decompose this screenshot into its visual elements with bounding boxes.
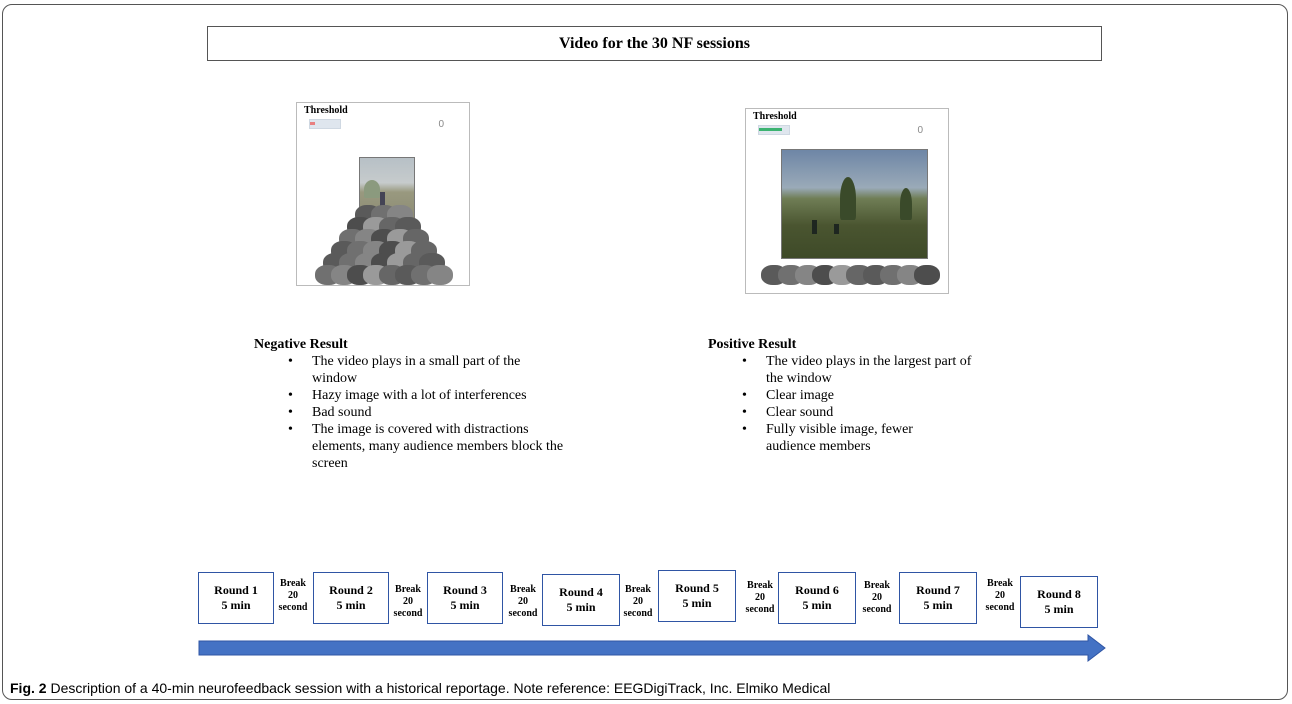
round-duration: 5 min (802, 598, 832, 612)
caption-text: Description of a 40-min neurofeedback se… (50, 680, 831, 696)
positive-result-item: Clear image (742, 387, 1008, 404)
video-person (834, 224, 839, 235)
threshold-bar (758, 125, 790, 135)
negative-result-description: Negative Result The video plays in a sma… (254, 336, 594, 472)
round-duration: 5 min (450, 598, 480, 612)
threshold-label: Threshold (304, 105, 348, 116)
figure-title: Video for the 30 NF sessions (207, 26, 1102, 61)
negative-result-item: Hazy image with a lot of interferences (288, 387, 542, 404)
timeline-arrow (198, 634, 1106, 663)
threshold-bar (309, 119, 341, 129)
round-name: Round 7 (916, 583, 960, 597)
positive-result-list: The video plays in the largest part of t… (708, 353, 1008, 455)
round-duration: 5 min (923, 598, 953, 612)
negative-feedback-screen: Threshold 0 (296, 102, 470, 286)
figure-caption: Fig. 2 Description of a 40-min neurofeed… (10, 680, 830, 696)
video-frame (781, 149, 928, 259)
positive-feedback-screen: Threshold 0 (745, 108, 949, 294)
video-person (812, 220, 817, 235)
negative-result-item: Bad sound (288, 404, 588, 421)
audience-member (427, 265, 453, 285)
positive-result-item: Fully visible image, fewer audience memb… (742, 421, 966, 455)
round-name: Round 3 (443, 583, 487, 597)
figure-frame (2, 4, 1288, 700)
positive-result-description: Positive Result The video plays in the l… (708, 336, 1008, 455)
audience-member (914, 265, 940, 285)
round-name: Round 1 (214, 583, 258, 597)
audience-crowd (315, 205, 455, 285)
round-duration: 5 min (682, 596, 712, 610)
round-duration: 5 min (566, 600, 596, 614)
score-display: 0 (917, 125, 923, 136)
round-name: Round 8 (1037, 587, 1081, 601)
audience-crowd (761, 265, 946, 293)
video-tree (900, 187, 912, 221)
video-tree (840, 177, 856, 221)
round-name: Round 5 (675, 581, 719, 595)
positive-result-item: The video plays in the largest part of t… (742, 353, 976, 387)
round-duration: 5 min (221, 598, 251, 612)
score-display: 0 (438, 119, 444, 130)
threshold-bar-fill (310, 122, 315, 125)
video-person (380, 192, 385, 207)
negative-result-item: The video plays in a small part of the w… (288, 353, 562, 387)
caption-label: Fig. 2 (10, 680, 47, 696)
video-tree (364, 179, 380, 199)
threshold-label: Threshold (753, 111, 797, 122)
positive-result-heading: Positive Result (708, 337, 797, 352)
round-duration: 5 min (336, 598, 366, 612)
positive-result-item: Clear sound (742, 404, 1008, 421)
round-name: Round 6 (795, 583, 839, 597)
round-name: Round 2 (329, 583, 373, 597)
threshold-bar-fill (759, 128, 782, 131)
negative-result-item: The image is covered with distractions e… (288, 421, 582, 472)
negative-result-list: The video plays in a small part of the w… (254, 353, 588, 472)
round-name: Round 4 (559, 585, 603, 599)
round-duration: 5 min (1044, 602, 1074, 616)
negative-result-heading: Negative Result (254, 337, 348, 352)
